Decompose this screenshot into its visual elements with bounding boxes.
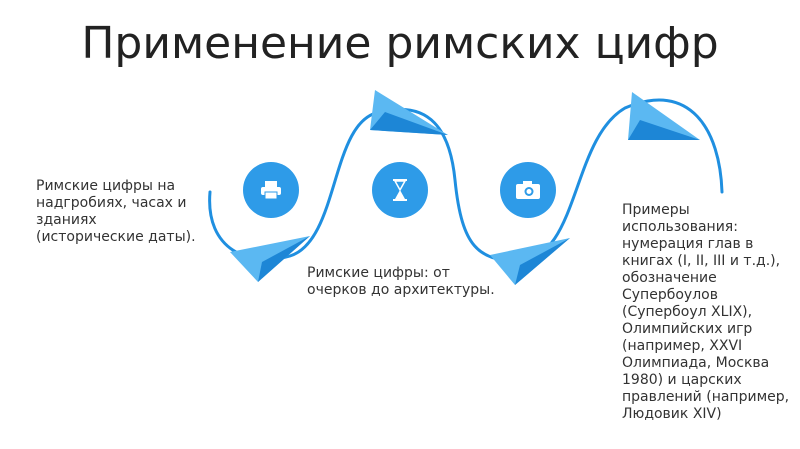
paper-plane-icon: [628, 92, 700, 140]
camera-icon: [516, 181, 540, 199]
paper-plane-icon: [230, 236, 310, 282]
page-title: Применение римских цифр: [81, 18, 719, 69]
paper-plane-icon: [370, 90, 448, 135]
step-3-circle: [500, 162, 556, 218]
paper-plane-icon: [490, 238, 570, 285]
step-1-circle: [243, 162, 299, 218]
step-2-text: Римские цифры: от очерков до архитектуры…: [307, 265, 495, 298]
step-3-text: Примеры использования: нумерация глав в …: [622, 202, 790, 422]
printer-icon: [261, 181, 281, 200]
hourglass-icon: [393, 179, 407, 201]
step-2-circle: [372, 162, 428, 218]
step-1-text: Римские цифры на надгробиях, часах и зда…: [36, 178, 196, 245]
